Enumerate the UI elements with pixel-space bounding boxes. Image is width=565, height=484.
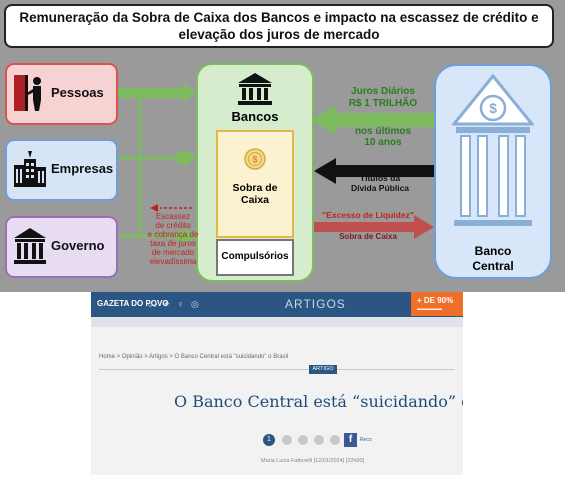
escassez-line-3: e cobrança de [147, 230, 199, 239]
arrow-excesso [294, 215, 434, 239]
breadcrumb[interactable]: Home > Opinião > Artigos > O Banco Centr… [99, 354, 289, 360]
flow-arrows [116, 83, 434, 245]
sobra-de-caixa-box: $ Sobra de Caixa [216, 130, 294, 238]
arrow-governo-bancos [175, 227, 196, 245]
facebook-icon[interactable]: f [344, 433, 357, 447]
svg-text:$: $ [489, 100, 497, 116]
actor-label: Governo [51, 238, 105, 253]
divider [99, 369, 455, 370]
sobra-caixa-flow-label: Sobra de Caixa [339, 232, 397, 241]
article-headline: O Banco Central está “suicidando” o Bras… [174, 392, 463, 411]
person-icon [14, 75, 41, 111]
escassez-line-1: Escassez [155, 212, 191, 221]
article-tag[interactable]: ARTIGO [309, 365, 337, 374]
bank-icon [238, 73, 272, 105]
actor-label: Empresas [51, 161, 114, 176]
share-count[interactable]: 1 [263, 434, 275, 446]
central-bank-icon: $ [452, 74, 534, 226]
diagram-title: Remuneração da Sobra de Caixa dos Bancos… [4, 4, 554, 48]
actor-governo: Governo [5, 216, 118, 278]
escassez-line-6: elevadíssima [149, 257, 197, 266]
svg-text:$: $ [252, 155, 257, 165]
actor-label: Pessoas [51, 85, 104, 100]
facebook-recommend-label[interactable]: Reco [360, 437, 372, 443]
section-heading[interactable]: ARTIGOS [285, 297, 346, 311]
diagram: Remuneração da Sobra de Caixa dos Bancos… [0, 0, 565, 292]
arrow-juros [312, 105, 434, 135]
article-screenshot: GAZETA DO POVO 〰 ✦ ♀ ◎ ARTIGOS + DE 90% … [91, 292, 463, 475]
article-meta: Maria Lucia Fattorelli [12/01/2024] [22h… [261, 458, 365, 464]
juros-label-3: nos últimos [354, 126, 412, 137]
compulsorios-box: Compulsórios [216, 239, 294, 276]
sobra-label: Sobra de Caixa [232, 182, 278, 206]
site-logo[interactable]: GAZETA DO POVO [97, 299, 169, 308]
titulos-label-2: Dívida Pública [350, 183, 410, 193]
promo-subtext: ▬▬▬▬▬ [417, 306, 442, 312]
escassez-line-4: taxa de juros [150, 239, 196, 248]
arrow-empresas-bancos [175, 149, 196, 167]
coin-icon: $ [244, 148, 266, 170]
site-header: GAZETA DO POVO 〰 ✦ ♀ ◎ ARTIGOS + DE 90% … [91, 292, 463, 317]
banco-central-label-1: Banco [474, 244, 512, 258]
title-line-2: elevação dos juros de mercado [178, 27, 380, 42]
promo-text: + DE 90% [417, 296, 454, 305]
arrow-pessoas-bancos [116, 83, 196, 103]
building-icon [14, 151, 46, 187]
globe-icon[interactable]: ◎ [191, 299, 199, 309]
excesso-label: "Excesso de Liquidez" [322, 210, 414, 220]
government-building-icon [14, 228, 46, 264]
nav-strip [91, 317, 463, 327]
juros-label-1: Juros Diários [351, 86, 415, 97]
actor-empresas: Empresas [5, 139, 118, 201]
share-icon[interactable] [314, 435, 324, 445]
audio-icon[interactable]: ✦ [163, 299, 171, 309]
share-icon[interactable] [330, 435, 340, 445]
share-icon[interactable] [298, 435, 308, 445]
escassez-line-5: de mercado [151, 248, 195, 257]
promo-badge[interactable]: + DE 90% ▬▬▬▬▬ [411, 292, 463, 316]
arrow-titulos [314, 158, 434, 184]
escassez-line-2: de crédito [155, 221, 191, 230]
title-line-1: Remuneração da Sobra de Caixa dos Bancos… [19, 10, 539, 25]
juros-label-4: 10 anos [364, 137, 402, 148]
compulsorios-label: Compulsórios [221, 251, 289, 262]
mic-icon[interactable]: ♀ [177, 299, 184, 309]
rss-icon[interactable]: 〰 [148, 301, 158, 311]
bancos-label: Bancos [231, 109, 279, 124]
banco-central-label-2: Central [472, 259, 514, 273]
actor-pessoas: Pessoas [5, 63, 118, 125]
titulos-label-1: Títulos da [359, 173, 401, 183]
banco-central-box: $ Banco Central [434, 64, 552, 279]
bancos-box: Bancos $ Sobra de Caixa Compulsórios [196, 63, 314, 282]
juros-label-2: R$ 1 TRILHÃO [348, 98, 418, 109]
share-icon[interactable] [282, 435, 292, 445]
